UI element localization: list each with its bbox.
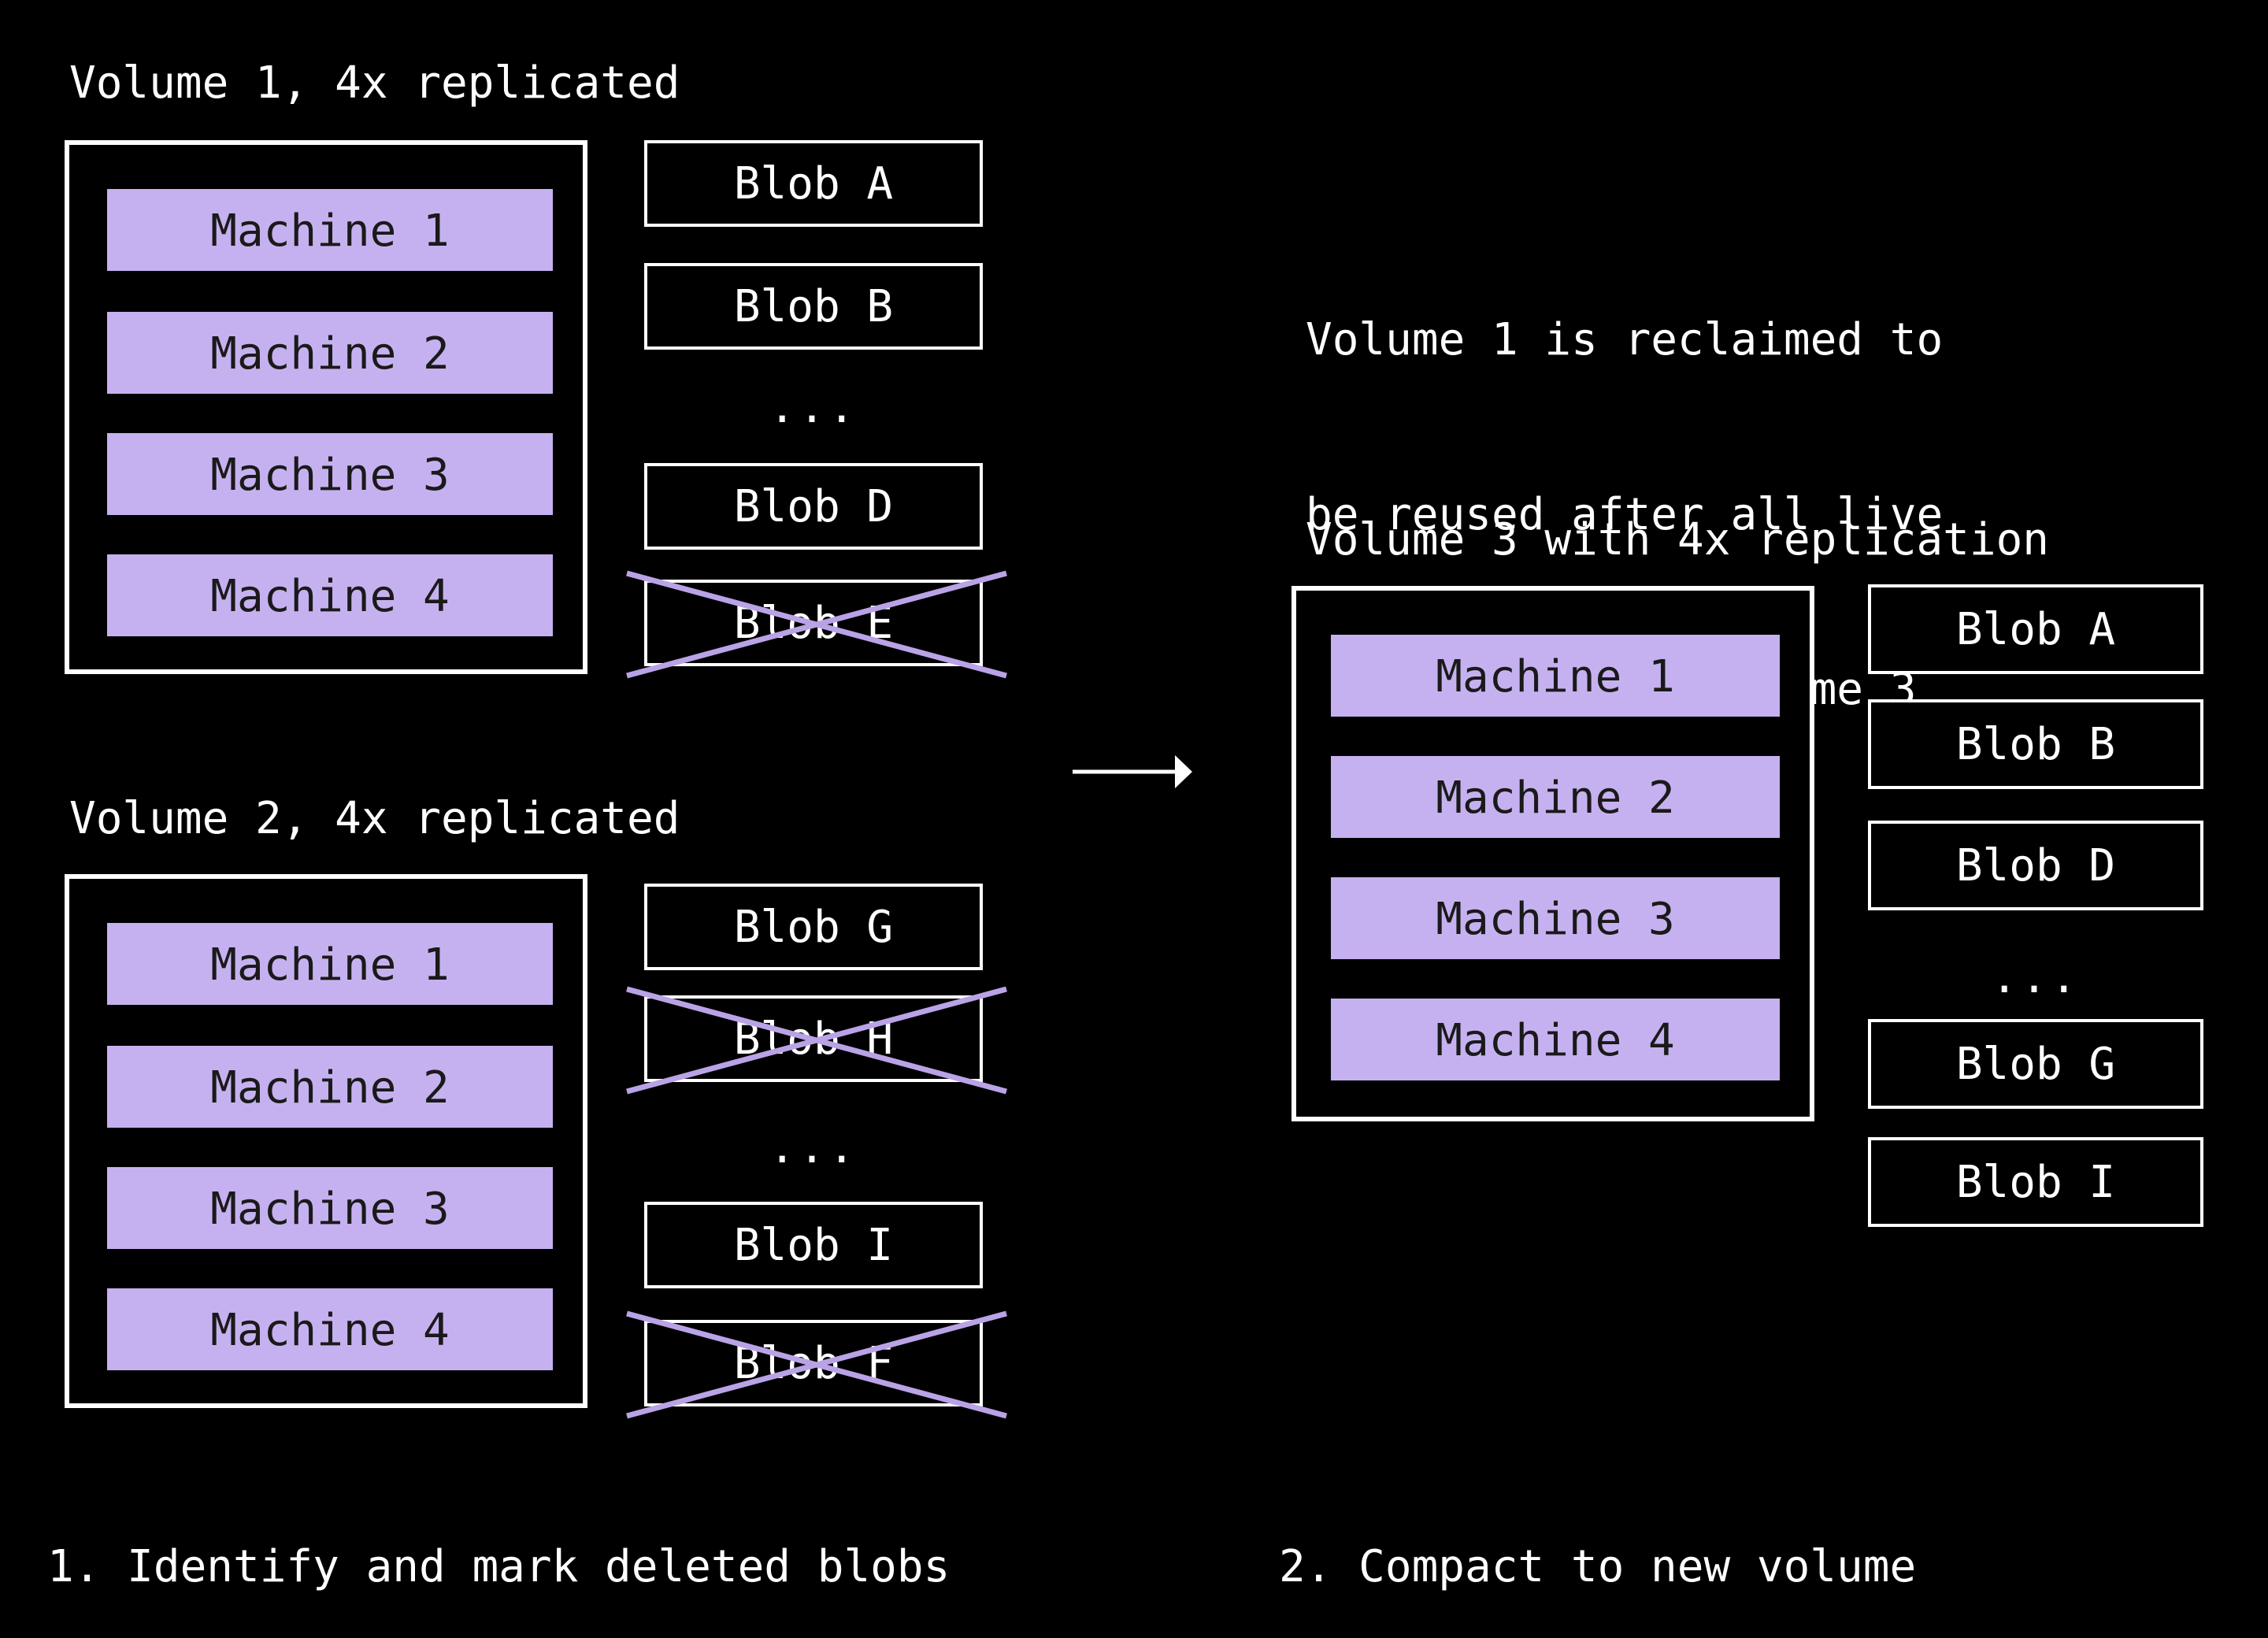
- volume3-blob-b: Blob B: [1868, 699, 2203, 789]
- volume2-box: Machine 1 Machine 2 Machine 3 Machine 4: [65, 874, 587, 1408]
- volume2-machine-2: Machine 2: [107, 1046, 553, 1128]
- blob-label: Blob E: [733, 597, 894, 649]
- volume1-machine-2: Machine 2: [107, 312, 553, 394]
- volume2-machine-1: Machine 1: [107, 923, 553, 1005]
- volume1-blob-b: Blob B: [644, 263, 983, 350]
- volume2-machine-4: Machine 4: [107, 1288, 553, 1370]
- volume3-blob-d: Blob D: [1868, 821, 2203, 910]
- reclaim-note-line-1: Volume 1 is reclaimed to: [1306, 313, 1944, 365]
- volume3-machine-4: Machine 4: [1331, 999, 1780, 1080]
- compaction-arrow-icon: [1073, 755, 1192, 788]
- reclaim-note-line-2: be reused after all live: [1306, 488, 1944, 540]
- volume3-machine-3: Machine 3: [1331, 877, 1780, 959]
- step1-caption: 1. Identify and mark deleted blobs: [47, 1540, 951, 1592]
- volume1-blob-e-deleted: Blob E: [626, 570, 1007, 679]
- volume2-blob-i: Blob I: [644, 1202, 983, 1288]
- volume3-blob-a: Blob A: [1868, 584, 2203, 674]
- volume2-blob-g: Blob G: [644, 884, 983, 970]
- volume2-blob-f-deleted: Blob F: [626, 1310, 1007, 1419]
- volume1-blob-a: Blob A: [644, 140, 983, 227]
- volume2-blob-ellipsis: ...: [769, 1121, 858, 1173]
- volume3-machine-2: Machine 2: [1331, 756, 1780, 838]
- volume1-title: Volume 1, 4x replicated: [69, 57, 680, 109]
- volume1-machine-3: Machine 3: [107, 433, 553, 515]
- volume1-blob-d: Blob D: [644, 463, 983, 550]
- volume2-blob-h-deleted: Blob H: [626, 986, 1007, 1095]
- blob-label: Blob H: [733, 1013, 894, 1065]
- volume2-title: Volume 2, 4x replicated: [69, 792, 680, 844]
- volume3-blob-i: Blob I: [1868, 1137, 2203, 1227]
- volume3-box: Machine 1 Machine 2 Machine 3 Machine 4: [1292, 586, 1814, 1121]
- volume3-machine-1: Machine 1: [1331, 635, 1780, 717]
- volume1-machine-1: Machine 1: [107, 189, 553, 271]
- volume3-blob-ellipsis: ...: [1991, 951, 2081, 1002]
- volume3-title: Volume 3 with 4x replication: [1306, 513, 2050, 565]
- volume1-box: Machine 1 Machine 2 Machine 3 Machine 4: [65, 140, 587, 674]
- step2-caption: 2. Compact to new volume: [1279, 1540, 1917, 1592]
- volume3-blob-g: Blob G: [1868, 1019, 2203, 1109]
- blob-label: Blob F: [733, 1337, 894, 1389]
- volume1-machine-4: Machine 4: [107, 554, 553, 636]
- volume1-blob-ellipsis: ...: [769, 380, 858, 432]
- volume2-machine-3: Machine 3: [107, 1167, 553, 1249]
